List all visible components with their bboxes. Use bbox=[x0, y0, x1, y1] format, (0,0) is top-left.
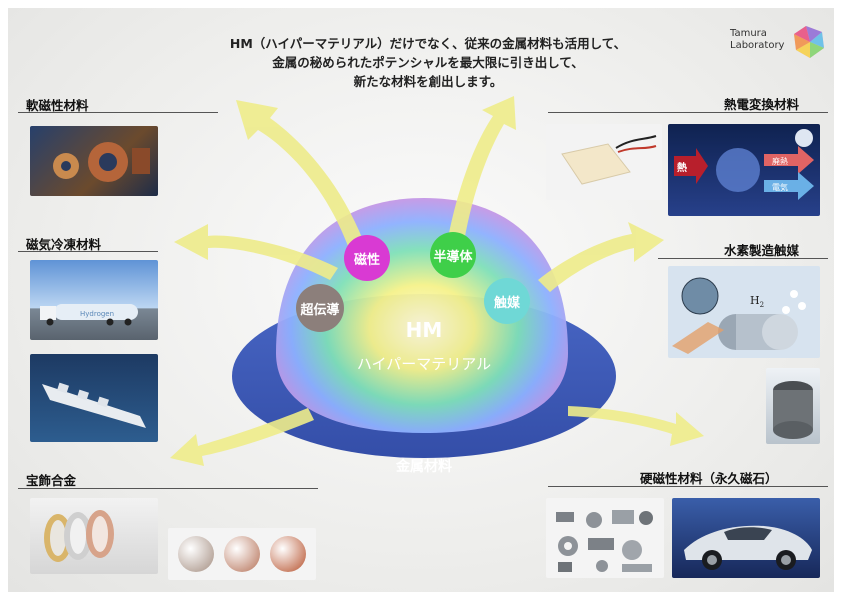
catalyst-icon: H2 bbox=[672, 277, 806, 354]
car-icon bbox=[684, 525, 812, 570]
logo-line-2: Laboratory bbox=[730, 40, 785, 51]
tamura-lab-logo: Tamura Laboratory bbox=[730, 22, 830, 62]
rule-hydrogen-catalyst bbox=[658, 258, 828, 259]
photo-metal-spheres bbox=[168, 528, 316, 580]
section-jewelry-alloy: 宝飾合金 bbox=[26, 473, 77, 488]
rule-thermoelectric bbox=[548, 112, 828, 113]
rule-magnetic-refrigeration bbox=[18, 251, 158, 252]
honeycomb-icon bbox=[773, 381, 813, 439]
photo-catalyst-diagram: H2 bbox=[668, 266, 820, 358]
section-hydrogen-catalyst: 水素製造触媒 bbox=[724, 243, 800, 258]
bubble-magnetism: 磁性 bbox=[344, 235, 390, 281]
rule-jewelry-alloy bbox=[18, 488, 318, 489]
intro-line-2: 金属の秘められたポテンシャルを最大限に引き出して、 bbox=[272, 55, 584, 70]
bubble-semiconductor-label: 半導体 bbox=[433, 249, 473, 265]
spheres-icon bbox=[178, 536, 306, 572]
section-magnetic-refrigeration: 磁気冷凍材料 bbox=[26, 237, 102, 252]
section-thermoelectric: 熱電変換材料 bbox=[724, 97, 800, 112]
hm-subtitle: ハイパーマテリアル bbox=[356, 355, 492, 373]
heat-label: 熱 bbox=[677, 161, 687, 174]
intro-line-1: HM（ハイパーマテリアル）だけでなく、従来の金属材料も活用して、 bbox=[229, 36, 627, 51]
photo-magnet-parts bbox=[546, 498, 664, 578]
bubble-catalyst: 触媒 bbox=[484, 278, 530, 324]
intro-line-3: 新たな材料を創出します。 bbox=[353, 74, 503, 89]
coil-core-icon bbox=[53, 142, 150, 182]
bubble-superconductor: 超伝導 bbox=[296, 284, 344, 332]
arrow-thermoelectric bbox=[448, 96, 516, 242]
bubble-superconductor-label: 超伝導 bbox=[300, 302, 340, 318]
arrow-hard-magnetic bbox=[568, 406, 704, 446]
arrow-jewelry bbox=[170, 408, 314, 466]
logo-line-1: Tamura bbox=[730, 28, 767, 39]
photo-soft-magnetic-cores bbox=[30, 126, 158, 196]
rings-icon bbox=[44, 510, 114, 562]
arrow-hydrogen bbox=[538, 222, 664, 292]
photo-peltier-module bbox=[546, 124, 662, 200]
truck-hydrogen-text: Hydrogen bbox=[80, 310, 114, 318]
bubble-magnetism-label: 磁性 bbox=[353, 252, 380, 268]
truck-icon: Hydrogen bbox=[40, 304, 138, 326]
section-hard-magnetic: 硬磁性材料（永久磁石） bbox=[640, 471, 778, 486]
peltier-icon bbox=[561, 135, 657, 185]
section-soft-magnetic: 軟磁性材料 bbox=[26, 98, 89, 113]
photo-hydrogen-truck: Hydrogen bbox=[30, 260, 158, 340]
magnet-parts-icon bbox=[556, 510, 653, 572]
photo-thermoelectric-diagram: 熱 廃熱 電気 bbox=[668, 124, 820, 216]
thermoelectric-icon: 熱 廃熱 電気 bbox=[674, 129, 814, 200]
photo-catalyst-honeycomb bbox=[766, 368, 820, 444]
electricity-label: 電気 bbox=[772, 182, 788, 192]
arrow-soft-magnetic bbox=[236, 100, 363, 246]
photo-lng-ship bbox=[30, 354, 158, 442]
bubble-catalyst-label: 触媒 bbox=[493, 295, 520, 311]
arrow-magnetic-refrigeration bbox=[174, 224, 338, 280]
rule-soft-magnetic bbox=[18, 112, 218, 113]
photo-sports-car bbox=[672, 498, 820, 578]
metal-materials-label: 金属材料 bbox=[396, 459, 452, 475]
bubble-semiconductor: 半導体 bbox=[430, 232, 476, 278]
figure-canvas: HM（ハイパーマテリアル）だけでなく、従来の金属材料も活用して、 金属の秘められ… bbox=[8, 8, 834, 592]
h2-formula: H2 bbox=[750, 294, 764, 309]
ship-icon bbox=[42, 382, 146, 428]
intro-text: HM（ハイパーマテリアル）だけでなく、従来の金属材料も活用して、 金属の秘められ… bbox=[168, 34, 688, 91]
photo-rings bbox=[30, 498, 158, 574]
logo-mark-icon bbox=[794, 26, 824, 58]
hm-title: HM bbox=[405, 318, 443, 342]
rule-hard-magnetic bbox=[548, 486, 828, 487]
logo-text: Tamura Laboratory bbox=[730, 28, 784, 52]
waste-heat-label: 廃熱 bbox=[772, 156, 788, 166]
